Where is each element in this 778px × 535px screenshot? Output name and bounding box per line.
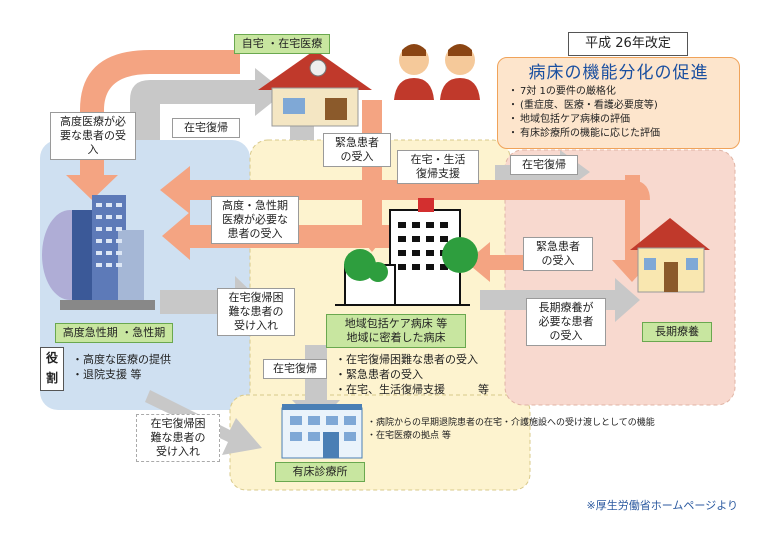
community-hospital-icon <box>335 198 478 306</box>
difficult-return-label-2: 在宅復帰困 難な患者の 受け入れ <box>136 414 220 462</box>
return-home-label-2: 在宅復帰 <box>510 155 578 175</box>
community-label: 地域包括ケア病床 等 地域に密着した病床 <box>326 314 466 348</box>
longterm-accept-label: 長期療養が 必要な患者 の受入 <box>526 298 606 346</box>
orange-arrow-to-longterm <box>612 175 652 282</box>
promo-item: 地域包括ケア病棟の評価 <box>508 113 731 127</box>
home-label: 自宅 ・在宅医療 <box>234 34 330 54</box>
return-home-label-1: 在宅復帰 <box>172 118 240 138</box>
orange-arrow-longterm-acute <box>160 166 650 214</box>
promo-title: 病床の機能分化の促進 <box>528 63 709 83</box>
source-note: ※厚生労働省ホームページより <box>586 499 738 512</box>
acute-accept-label: 高度・急性期 医療が必要な 患者の受入 <box>211 196 299 244</box>
role-label: 役 割 <box>40 347 64 391</box>
longterm-label: 長期療養 <box>642 322 712 342</box>
revision-label: 平成 26年改定 <box>568 32 688 56</box>
community-role-text: ・在宅復帰困難な患者の受入 ・緊急患者の受入 ・在宅、生活復帰支援 等 <box>335 353 489 396</box>
promo-box: 病床の機能分化の促進 7対 1の要件の厳格化 (重症度、医療・看護必要度等) 地… <box>497 57 740 149</box>
return-home-label-3: 在宅復帰 <box>263 359 327 379</box>
home-icon <box>258 50 372 127</box>
difficult-return-label-1: 在宅復帰困 難な患者の 受け入れ <box>217 288 295 336</box>
clinic-label: 有床診療所 <box>275 462 365 482</box>
grey-arrow-to-home <box>130 68 285 140</box>
clinic-role-text: ・病院からの早期退院患者の在宅・介護施設への受け渡しとしての機能 ・在宅医療の拠… <box>367 418 655 441</box>
promo-item: 有床診療所の機能に応じた評価 <box>508 127 731 141</box>
acute-label: 高度急性期 ・急性期 <box>55 323 173 343</box>
orange-arrow-home-community <box>350 100 394 252</box>
orange-arrow-home-acute <box>66 50 240 200</box>
home-life-support-label: 在宅・生活 復帰支援 <box>397 150 479 184</box>
acute-hospital-icon <box>42 195 155 310</box>
promo-item: (重症度、医療・看護必要度等) <box>508 99 731 113</box>
promo-list: 7対 1の要件の厳格化 (重症度、医療・看護必要度等) 地域包括ケア病棟の評価 … <box>506 85 731 141</box>
emergency-accept-label-2: 緊急患者 の受入 <box>523 237 593 271</box>
promo-item: 7対 1の要件の厳格化 <box>508 85 731 99</box>
high-care-accept-label: 高度医療が必 要な患者の受 入 <box>50 112 136 160</box>
orange-arrow-longterm-community <box>466 242 530 282</box>
emergency-accept-label-1: 緊急患者 の受入 <box>323 133 391 167</box>
acute-role-text: ・高度な医療の提供 ・退院支援 等 <box>72 353 171 381</box>
clinic-icon <box>281 404 363 459</box>
longterm-house-icon <box>630 218 710 293</box>
family-icon <box>394 44 480 100</box>
